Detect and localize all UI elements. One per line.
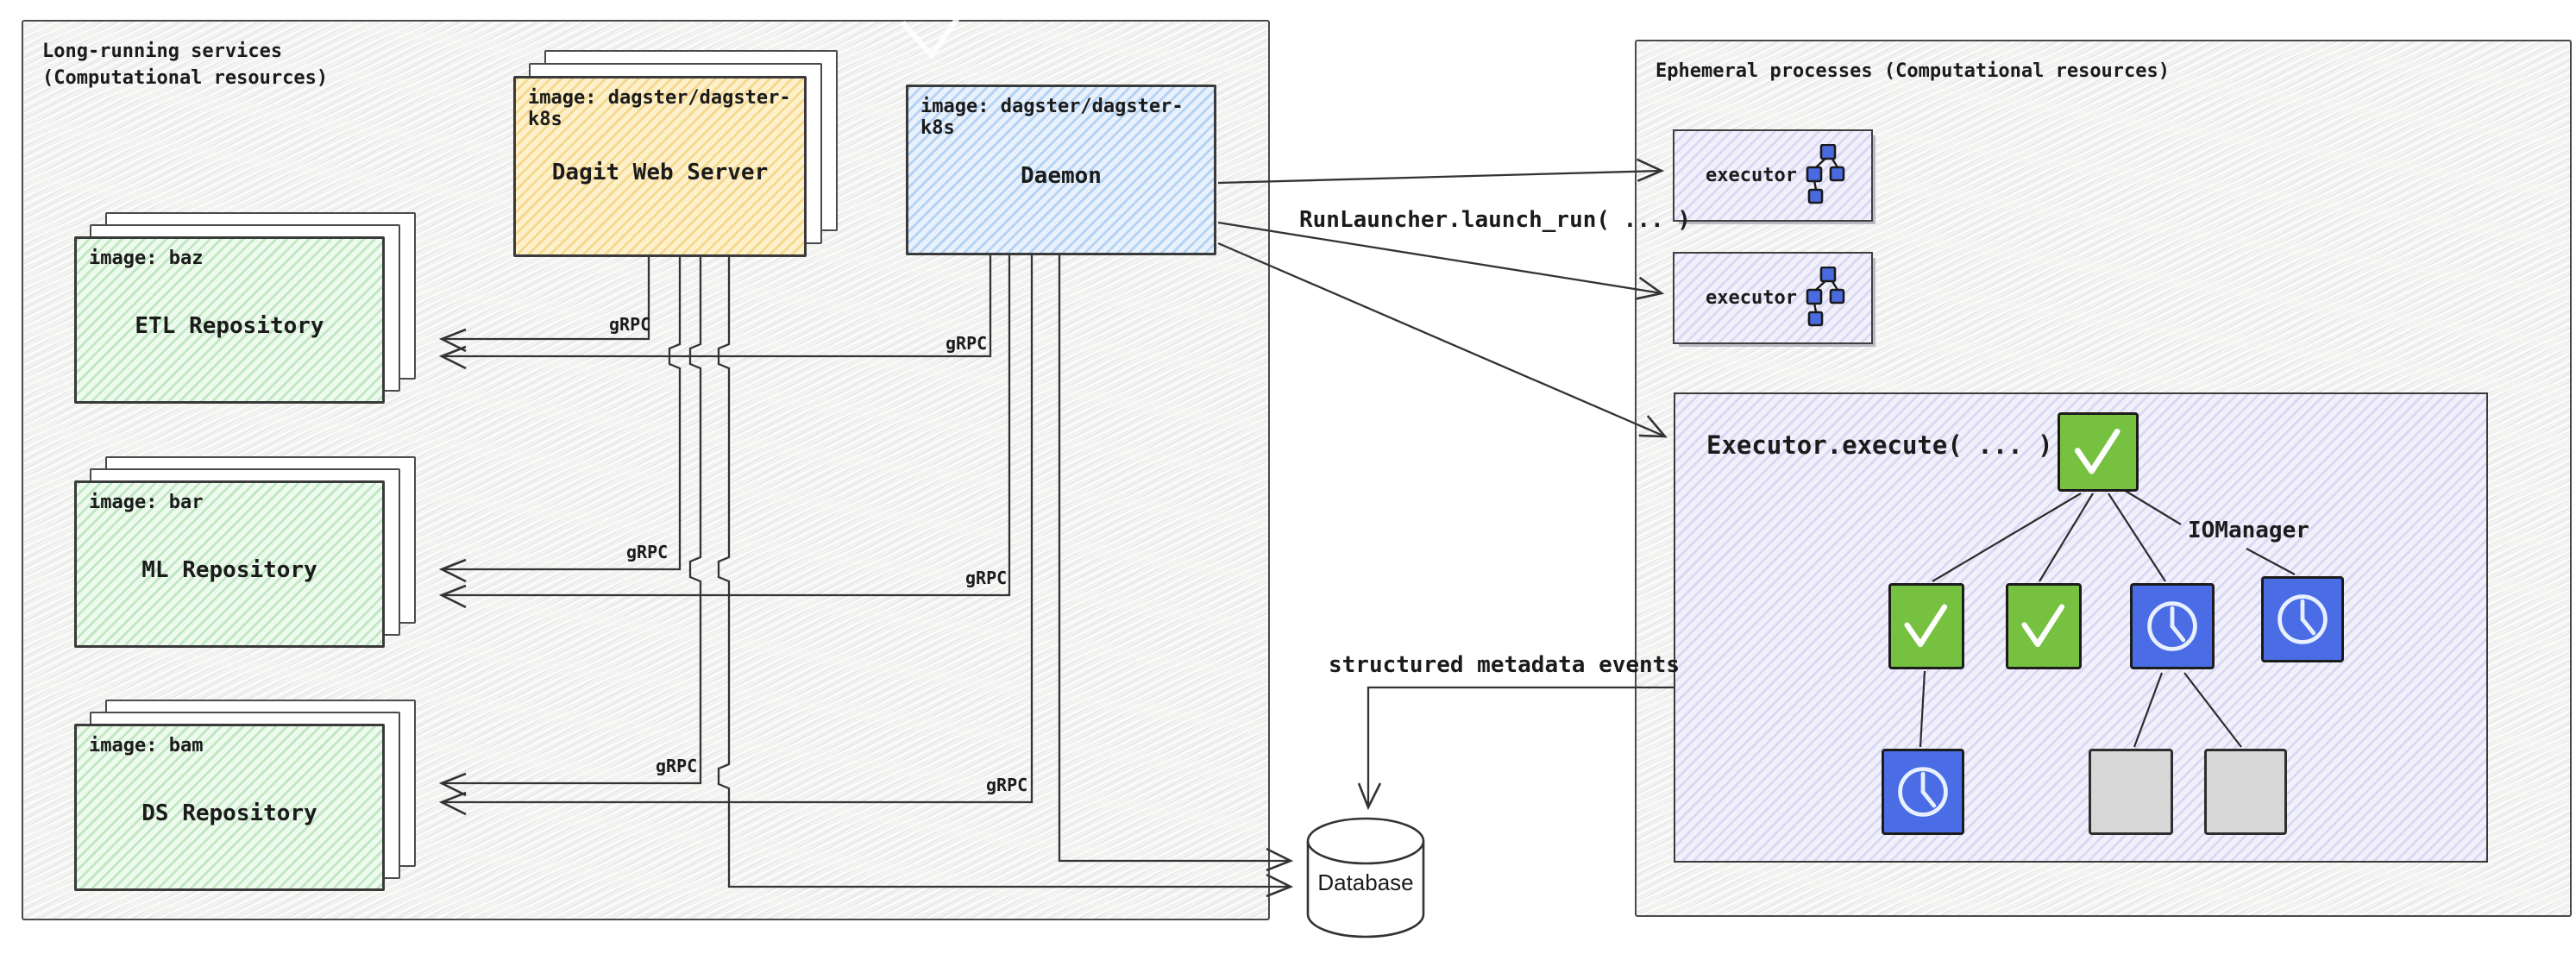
watermark-check-icon: [900, 14, 962, 60]
left-panel-title: Long-running services (Computational res…: [42, 41, 329, 89]
check-icon: [2074, 428, 2120, 474]
grpc-label-dagit-etl: gRPC: [609, 314, 651, 335]
daemon-image-label: image: dagster/dagster-k8s: [920, 96, 1184, 139]
daemon-title: Daemon: [1021, 163, 1102, 190]
check-icon: [1904, 604, 1948, 648]
ml-repository-box: image: bar ML Repository: [74, 480, 385, 648]
database-cylinder: [1306, 817, 1425, 938]
ds-repository-box: image: bam DS Repository: [74, 724, 385, 891]
dag-node-3a: [1882, 749, 1964, 835]
dag-node-2b: [2006, 583, 2082, 669]
executor-1-label: executor: [1706, 165, 1797, 186]
dag-node-2c: [2130, 583, 2215, 669]
grpc-label-dagit-ml: gRPC: [626, 542, 669, 562]
dag-node-2a: [1888, 583, 1964, 669]
dagit-image-label: image: dagster/dagster-k8s: [528, 87, 791, 130]
dagit-title: Dagit Web Server: [551, 159, 769, 185]
grpc-label-daemon-ds: gRPC: [986, 775, 1028, 795]
ds-repo-title: DS Repository: [141, 800, 317, 827]
ds-repo-image-label: image: bam: [89, 735, 204, 756]
grpc-label-daemon-etl: gRPC: [946, 333, 988, 354]
clock-icon: [2147, 601, 2197, 651]
database-label: Database: [1317, 869, 1414, 895]
daemon-box: image: dagster/dagster-k8s Daemon: [906, 85, 1216, 255]
executor-2-label: executor: [1706, 287, 1797, 309]
etl-repo-title: ETL Repository: [135, 313, 324, 340]
etl-repository-box: image: baz ETL Repository: [74, 236, 385, 404]
right-panel-title: Ephemeral processes (Computational resou…: [1656, 60, 2171, 82]
clock-icon: [2278, 594, 2328, 644]
ml-repo-title: ML Repository: [141, 557, 317, 584]
dag-node-root: [2058, 412, 2139, 492]
dag-node-3b: [2089, 749, 2173, 835]
executor-box-1: executor: [1673, 129, 1873, 222]
grpc-label-daemon-ml: gRPC: [965, 568, 1008, 588]
ml-repo-image-label: image: bar: [89, 492, 204, 513]
grpc-label-dagit-ds: gRPC: [656, 756, 698, 776]
run-launcher-label: RunLauncher.launch_run( ... ): [1299, 207, 1691, 233]
dag-node-3c: [2204, 749, 2287, 835]
mini-dag-icon: [1804, 143, 1845, 208]
dagit-web-server-box: image: dagster/dagster-k8s Dagit Web Ser…: [513, 76, 807, 257]
etl-repo-image-label: image: baz: [89, 248, 204, 269]
metadata-events-label: structured metadata events: [1329, 652, 1680, 678]
clock-icon: [1898, 767, 1948, 817]
executor-box-2: executor: [1673, 252, 1873, 344]
check-icon: [2021, 604, 2065, 648]
dag-node-2d: [2261, 576, 2344, 662]
mini-dag-icon: [1804, 266, 1845, 330]
executor-execute-title: Executor.execute( ... ): [1706, 430, 2053, 460]
iomanager-label: IOManager: [2188, 518, 2309, 543]
